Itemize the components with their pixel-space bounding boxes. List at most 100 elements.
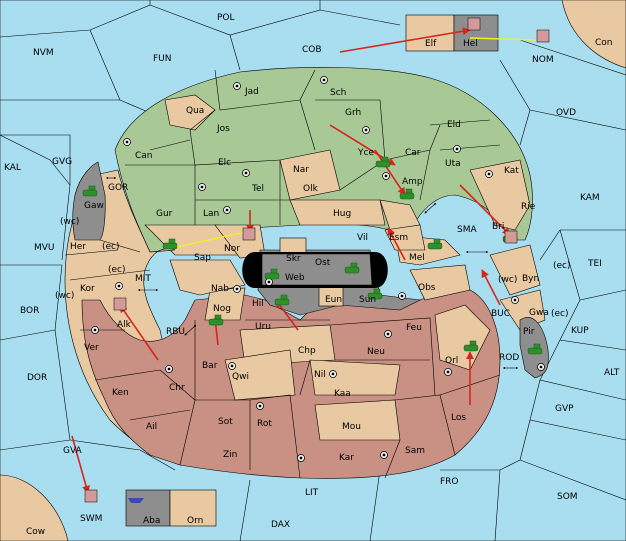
region-labels: POL COB FUN NVM KAL GVG MVU BOR DOR OVD … — [4, 13, 620, 537]
supply-center-icon — [91, 76, 545, 462]
svg-text:Sot: Sot — [218, 417, 233, 427]
region-orn[interactable] — [169, 489, 217, 527]
region-byn[interactable] — [489, 244, 541, 296]
svg-text:Chp: Chp — [298, 346, 316, 356]
svg-text:SWM: SWM — [80, 514, 102, 524]
svg-text:Aba: Aba — [143, 516, 160, 526]
svg-text:Ken: Ken — [112, 388, 129, 398]
svg-text:Gur: Gur — [156, 209, 173, 219]
svg-text:Qua: Qua — [186, 106, 204, 116]
svg-text:Los: Los — [451, 413, 466, 423]
svg-text:Byn: Byn — [522, 274, 539, 284]
svg-text:GVA: GVA — [63, 446, 83, 456]
svg-text:Elc: Elc — [218, 158, 231, 168]
region-elf[interactable] — [405, 14, 455, 52]
svg-text:Web: Web — [285, 273, 305, 283]
svg-text:ROD: ROD — [499, 353, 519, 363]
svg-text:Sam: Sam — [405, 446, 425, 456]
svg-text:Vil: Vil — [357, 233, 368, 243]
svg-text:Hug: Hug — [333, 209, 351, 219]
svg-text:Kar: Kar — [339, 453, 354, 463]
svg-text:Orn: Orn — [187, 516, 203, 526]
svg-text:Tel: Tel — [251, 184, 264, 194]
svg-text:Nil: Nil — [314, 370, 326, 380]
region-qwi[interactable] — [224, 349, 296, 401]
svg-text:Qwi: Qwi — [232, 372, 249, 382]
svg-text:Eld: Eld — [447, 120, 461, 130]
svg-text:Con: Con — [595, 38, 613, 48]
svg-text:Jos: Jos — [216, 124, 230, 134]
svg-text:MIT: MIT — [135, 274, 151, 284]
svg-text:Nar: Nar — [293, 165, 309, 175]
svg-text:Uru: Uru — [255, 322, 271, 332]
svg-text:Grh: Grh — [345, 108, 361, 118]
svg-text:Zin: Zin — [223, 450, 237, 460]
svg-text:Kaa: Kaa — [334, 389, 351, 399]
svg-text:(ec): (ec) — [553, 261, 571, 271]
svg-text:GOR: GOR — [108, 183, 128, 193]
region-qua[interactable] — [164, 94, 216, 131]
svg-text:DAX: DAX — [271, 520, 290, 530]
svg-text:Nog: Nog — [213, 304, 231, 314]
svg-text:Bar: Bar — [202, 361, 218, 371]
svg-text:RBU: RBU — [166, 327, 185, 337]
region-nil[interactable] — [309, 359, 401, 396]
svg-text:(wc): (wc) — [55, 291, 74, 301]
svg-text:Mou: Mou — [342, 422, 361, 432]
svg-text:TEI: TEI — [587, 259, 602, 269]
svg-text:Olk: Olk — [303, 184, 319, 194]
svg-text:(wc): (wc) — [60, 217, 79, 227]
svg-text:BUC: BUC — [491, 309, 510, 319]
svg-text:Ver: Ver — [84, 343, 99, 353]
svg-text:Her: Her — [70, 242, 86, 252]
region-hug[interactable] — [289, 199, 386, 226]
svg-text:Kat: Kat — [504, 166, 519, 176]
svg-text:Elf: Elf — [425, 39, 437, 49]
region-nab[interactable] — [169, 259, 246, 296]
svg-text:KAM: KAM — [580, 193, 600, 203]
army-icon — [82, 156, 543, 355]
svg-text:FUN: FUN — [153, 54, 172, 64]
svg-text:Can: Can — [135, 151, 153, 161]
svg-text:KUP: KUP — [571, 326, 589, 336]
region-obs[interactable] — [409, 264, 471, 301]
svg-text:(ec): (ec) — [102, 242, 120, 252]
svg-text:Gwa: Gwa — [529, 308, 549, 318]
region-mou[interactable] — [314, 399, 401, 441]
svg-text:Nor: Nor — [224, 244, 240, 254]
svg-text:(ec): (ec) — [551, 309, 569, 319]
svg-text:(ec): (ec) — [108, 265, 126, 275]
svg-text:Ail: Ail — [146, 422, 157, 432]
support-orders — [171, 37, 536, 249]
svg-text:Rot: Rot — [257, 419, 272, 429]
region-esm[interactable] — [384, 224, 426, 251]
svg-text:Cow: Cow — [26, 527, 45, 537]
svg-text:NOM: NOM — [532, 55, 554, 65]
region-gaw[interactable] — [72, 161, 106, 241]
svg-text:DOR: DOR — [27, 373, 47, 383]
svg-text:COB: COB — [302, 45, 322, 55]
svg-text:Chr: Chr — [169, 383, 185, 393]
svg-text:Car: Car — [405, 148, 421, 158]
svg-text:Mel: Mel — [409, 253, 425, 263]
move-orders — [71, 27, 511, 494]
svg-text:Jad: Jad — [244, 87, 259, 97]
svg-text:Lan: Lan — [203, 209, 219, 219]
region-orl[interactable] — [434, 304, 491, 371]
svg-text:Yce: Yce — [357, 148, 374, 158]
svg-text:LIT: LIT — [305, 488, 319, 498]
region-ost-web[interactable] — [261, 253, 373, 286]
region-aba[interactable] — [125, 489, 171, 527]
svg-text:Amp: Amp — [402, 177, 423, 187]
svg-text:Ost: Ost — [315, 258, 331, 268]
svg-text:Bri: Bri — [492, 222, 504, 232]
svg-text:BOR: BOR — [20, 306, 39, 316]
svg-text:Sap: Sap — [194, 253, 211, 263]
svg-text:ALT: ALT — [604, 368, 620, 378]
svg-text:NVM: NVM — [33, 48, 54, 58]
svg-text:Obs: Obs — [418, 283, 436, 293]
svg-text:Feu: Feu — [406, 323, 422, 333]
svg-text:Hel: Hel — [463, 39, 478, 49]
